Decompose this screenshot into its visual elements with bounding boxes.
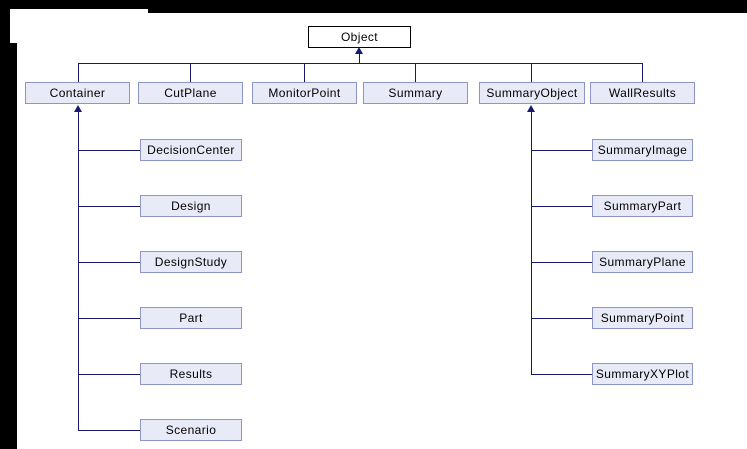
- window-frame-top-left: [0, 0, 148, 9]
- edge-branch-summarypart: [531, 206, 592, 207]
- class-node-design[interactable]: Design: [140, 195, 242, 217]
- class-node-summaryimage[interactable]: SummaryImage: [592, 139, 693, 161]
- class-node-monitorpoint[interactable]: MonitorPoint: [252, 82, 357, 104]
- edge-stub-cutplane: [190, 63, 191, 83]
- class-node-summaryxyplot[interactable]: SummaryXYPlot: [592, 363, 693, 385]
- edge-level1-bus: [78, 63, 643, 64]
- edge-branch-summaryimage: [531, 150, 592, 151]
- edge-branch-decisioncenter: [78, 150, 140, 151]
- edge-stub-container: [78, 63, 79, 83]
- class-node-summarypart[interactable]: SummaryPart: [592, 195, 693, 217]
- class-node-summaryobject[interactable]: SummaryObject: [479, 82, 585, 104]
- edge-branch-summarypoint: [531, 318, 592, 319]
- class-node-decisioncenter[interactable]: DecisionCenter: [140, 139, 242, 161]
- edge-branch-summaryxyplot: [531, 374, 592, 375]
- class-node-results[interactable]: Results: [140, 363, 242, 385]
- edge-branch-design: [78, 206, 140, 207]
- class-node-summarypoint[interactable]: SummaryPoint: [592, 307, 693, 329]
- edge-object-stem: [359, 54, 360, 64]
- edge-stub-monitorpoint: [304, 63, 305, 83]
- edge-branch-summaryplane: [531, 262, 592, 263]
- class-node-designstudy[interactable]: DesignStudy: [140, 251, 242, 273]
- window-frame-left-upper: [0, 9, 10, 43]
- arrowhead-to-summaryobject: [527, 105, 535, 112]
- edge-stub-wallresults: [642, 63, 643, 83]
- edge-summaryobject-trunk: [531, 112, 532, 375]
- class-node-cutplane[interactable]: CutPlane: [138, 82, 243, 104]
- class-node-scenario[interactable]: Scenario: [140, 419, 242, 441]
- edge-branch-designstudy: [78, 262, 140, 263]
- window-frame-left-lower: [0, 43, 17, 449]
- edge-branch-part: [78, 318, 140, 319]
- edge-branch-scenario: [78, 430, 140, 431]
- class-node-summaryplane[interactable]: SummaryPlane: [592, 251, 693, 273]
- edge-stub-summaryobject: [531, 63, 532, 83]
- arrowhead-to-object: [355, 47, 363, 54]
- class-node-container[interactable]: Container: [25, 82, 130, 104]
- edge-stub-summary: [415, 63, 416, 83]
- class-node-wallresults[interactable]: WallResults: [590, 82, 695, 104]
- edge-container-trunk: [78, 112, 79, 431]
- edge-branch-results: [78, 374, 140, 375]
- class-node-object[interactable]: Object: [308, 26, 411, 48]
- class-node-part[interactable]: Part: [140, 307, 242, 329]
- class-node-summary[interactable]: Summary: [363, 82, 468, 104]
- window-frame-top-right: [148, 0, 747, 13]
- arrowhead-to-container: [74, 105, 82, 112]
